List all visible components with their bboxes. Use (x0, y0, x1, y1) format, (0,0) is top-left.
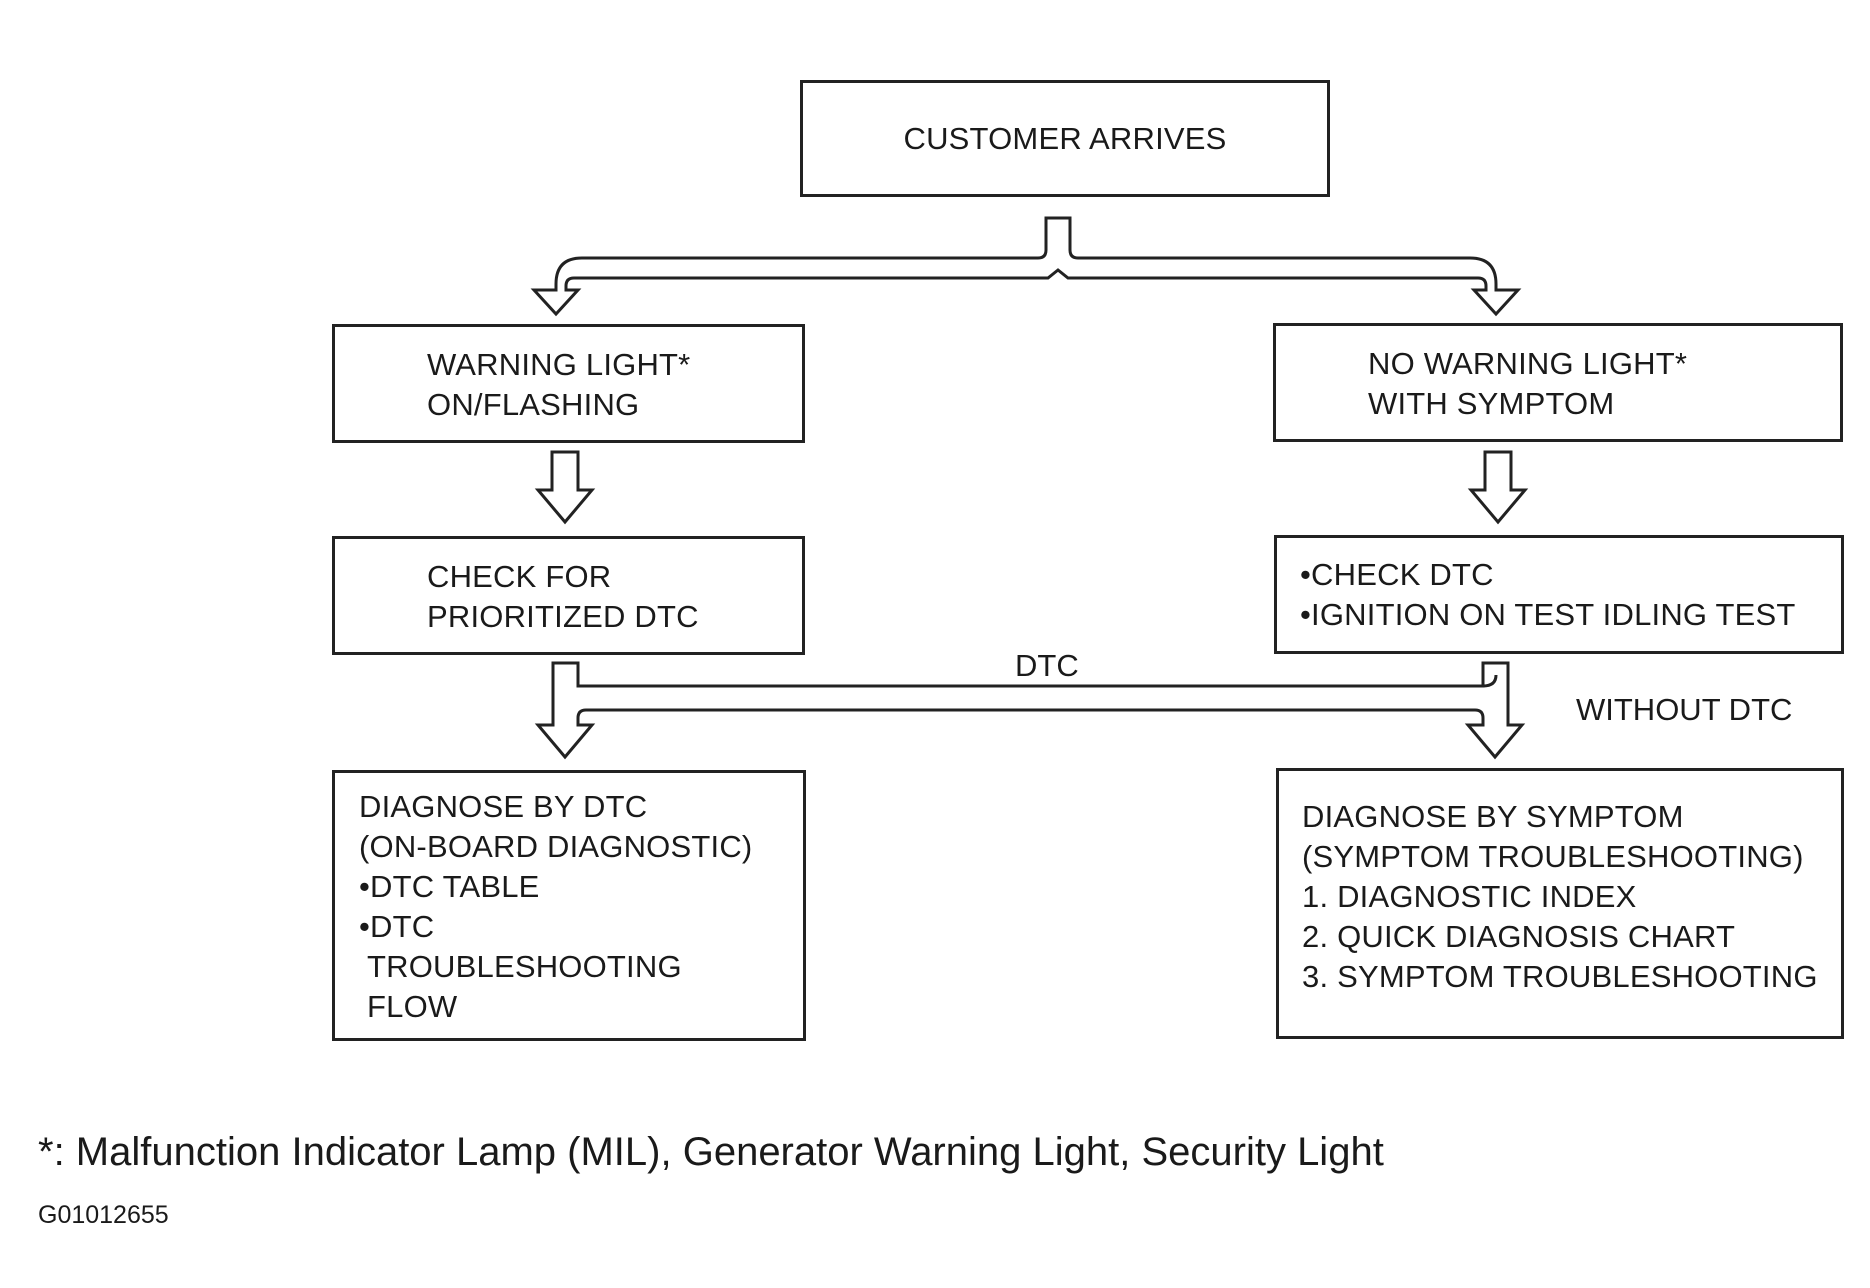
arrow-nowarning-to-checkdtc (1467, 450, 1529, 525)
node-label: DIAGNOSE BY SYMPTOM (1302, 799, 1684, 834)
node-label: (ON-BOARD DIAGNOSTIC) (359, 829, 753, 864)
split-arrow (530, 216, 1522, 317)
node-label: •IGNITION ON TEST IDLING TEST (1300, 597, 1796, 632)
node-label: CUSTOMER ARRIVES (903, 120, 1227, 156)
node-label: ON/FLASHING (427, 387, 640, 422)
node-label: FLOW (367, 989, 458, 1024)
node-check-prioritized-dtc: CHECK FOR PRIORITIZED DTC (332, 536, 805, 655)
node-diagnose-by-symptom: DIAGNOSE BY SYMPTOM (SYMPTOM TROUBLESHOO… (1276, 768, 1844, 1039)
edge-label-dtc: DTC (1015, 648, 1079, 683)
node-label: 2. QUICK DIAGNOSIS CHART (1302, 919, 1736, 954)
arrow-dtc-crossover (534, 661, 1526, 760)
node-label: •DTC (359, 909, 435, 944)
node-no-warning-light: NO WARNING LIGHT* WITH SYMPTOM (1273, 323, 1843, 442)
node-label: DIAGNOSE BY DTC (359, 789, 648, 824)
node-warning-light: WARNING LIGHT* ON/FLASHING (332, 324, 805, 443)
node-label: (SYMPTOM TROUBLESHOOTING) (1302, 839, 1804, 874)
node-label: CHECK FOR (427, 559, 612, 594)
node-customer-arrives: CUSTOMER ARRIVES (800, 80, 1330, 197)
node-label: •CHECK DTC (1300, 557, 1494, 592)
node-label: 1. DIAGNOSTIC INDEX (1302, 879, 1637, 914)
node-check-dtc: •CHECK DTC •IGNITION ON TEST IDLING TEST (1274, 535, 1844, 654)
node-label: •DTC TABLE (359, 869, 540, 904)
arrow-warning-to-check (534, 450, 596, 525)
arrow-hook-right (1482, 674, 1498, 688)
node-diagnose-by-dtc: DIAGNOSE BY DTC (ON-BOARD DIAGNOSTIC) •D… (332, 770, 806, 1041)
figure-id: G01012655 (38, 1201, 169, 1229)
node-label: TROUBLESHOOTING (367, 949, 682, 984)
node-label: WARNING LIGHT* (427, 347, 691, 382)
node-label: PRIORITIZED DTC (427, 599, 699, 634)
node-label: WITH SYMPTOM (1368, 386, 1615, 421)
node-label: NO WARNING LIGHT* (1368, 346, 1688, 381)
footnote: *: Malfunction Indicator Lamp (MIL), Gen… (38, 1130, 1384, 1174)
node-label: 3. SYMPTOM TROUBLESHOOTING (1302, 959, 1818, 994)
edge-label-without-dtc: WITHOUT DTC (1576, 692, 1793, 727)
